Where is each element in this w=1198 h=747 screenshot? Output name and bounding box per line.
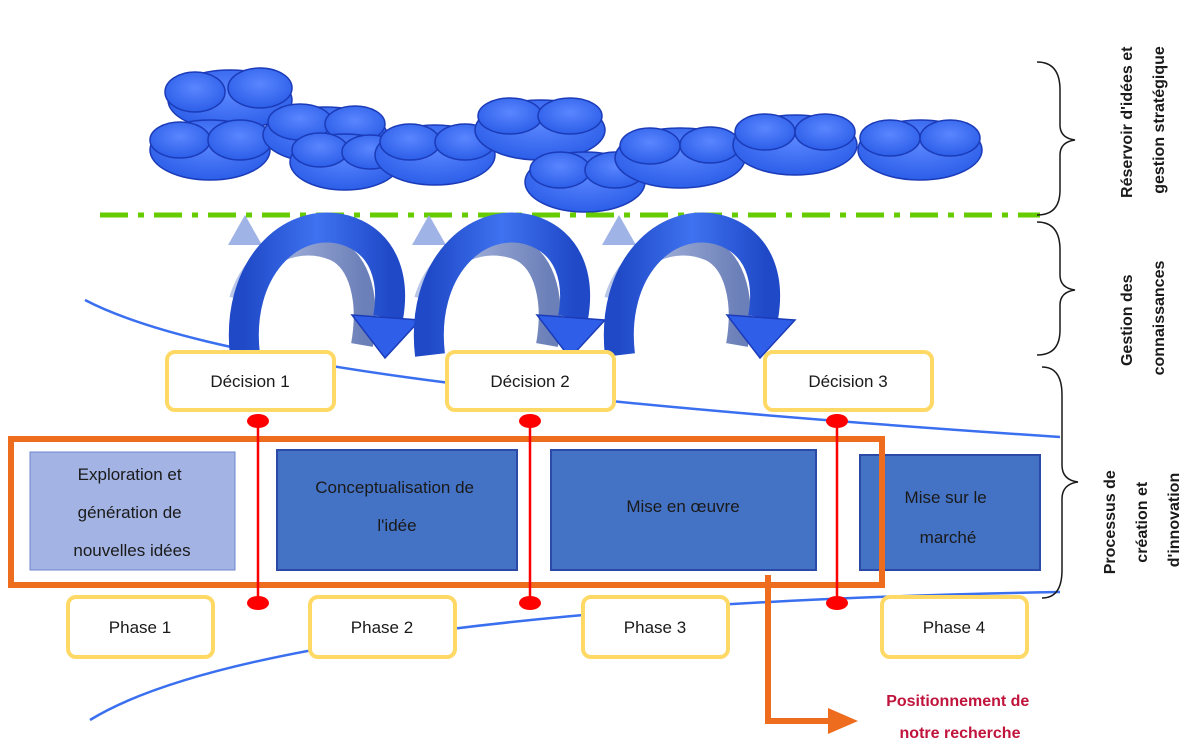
brace-knowledge: [1036, 221, 1076, 356]
decision-label-1: Décision 1: [165, 350, 336, 412]
phase-box-2: [276, 449, 518, 571]
cycle-arrow-1: [228, 212, 422, 360]
svg-text:Décision 2: Décision 2: [490, 372, 569, 391]
svg-text:Phase 3: Phase 3: [624, 618, 686, 637]
phase-box-3-text: Mise en œuvre: [626, 497, 739, 516]
svg-text:Processus de création et: Processus de création et d'innovation: [1102, 466, 1183, 575]
svg-text:Décision 1: Décision 1: [210, 372, 289, 391]
cloud-icon: [474, 97, 606, 161]
decision-marker-2: [519, 414, 541, 610]
svg-text:Gestion des connaissance: Gestion des connaissances: [1119, 261, 1168, 376]
decision-marker-1: [247, 414, 269, 610]
cloud-icon: [374, 123, 496, 186]
cloud-icon: [524, 151, 646, 213]
zone-label-process: Processus de création et d'innovation: [1102, 466, 1183, 575]
svg-text:Réservoir d'idées et ges: Réservoir d'idées et gestion stratégique: [1119, 42, 1168, 198]
brace-process: [1041, 366, 1079, 599]
svg-text:Phase 4: Phase 4: [923, 618, 985, 637]
cloud-group: [149, 67, 983, 213]
svg-text:Décision 3: Décision 3: [808, 372, 887, 391]
phase-box-1-text: Exploration et génération de nouvelles i…: [73, 465, 190, 560]
phase-box-4: [859, 454, 1041, 571]
phase-box-1: [29, 451, 236, 571]
brace-reservoir: [1036, 61, 1076, 216]
phase-box-4-text: Mise sur le marché: [905, 488, 992, 547]
cloud-icon: [614, 126, 746, 189]
decision-label-3: Décision 3: [763, 350, 934, 412]
cloud-icon: [149, 119, 273, 181]
zone-label-reservoir: Réservoir d'idées et gestion stratégique: [1119, 42, 1168, 198]
phase-box-3: [550, 449, 817, 571]
svg-text:Phase 1: Phase 1: [109, 618, 171, 637]
cloud-icon: [857, 119, 983, 181]
research-position-arrow: [765, 575, 858, 734]
svg-text:Phase 2: Phase 2: [351, 618, 413, 637]
cycle-arrow-2: [412, 212, 607, 360]
research-position-label: Positionnement de notre recherche: [886, 693, 1034, 742]
phase-label-1: Phase 1: [66, 595, 215, 659]
phase-label-3: Phase 3: [581, 595, 730, 659]
cloud-icon: [732, 113, 858, 176]
cycle-arrow-3: [602, 212, 797, 360]
phase-label-4: Phase 4: [880, 595, 1029, 659]
decision-label-2: Décision 2: [445, 350, 616, 412]
phase-label-2: Phase 2: [308, 595, 457, 659]
decision-marker-3: [826, 414, 848, 610]
research-scope-frame: [8, 436, 885, 588]
cloud-icon: [164, 67, 293, 131]
zone-label-knowledge: Gestion des connaissances: [1119, 261, 1168, 376]
phase-box-2-text: Conceptualisation de l'idée: [315, 478, 479, 535]
